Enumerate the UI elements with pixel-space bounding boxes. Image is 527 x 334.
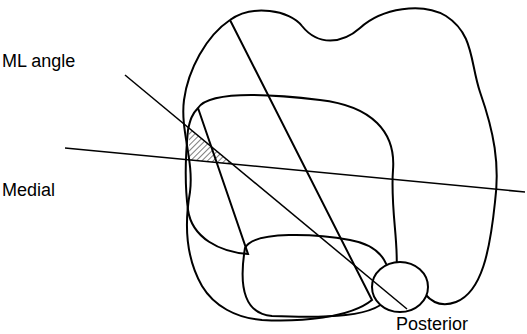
inner-outline [186, 95, 397, 276]
axis-line [65, 148, 525, 192]
side-label: Medial [2, 181, 55, 199]
axis-line [125, 75, 407, 309]
angle-label: ML angle [2, 52, 75, 70]
side-label: Posterior [396, 315, 468, 333]
